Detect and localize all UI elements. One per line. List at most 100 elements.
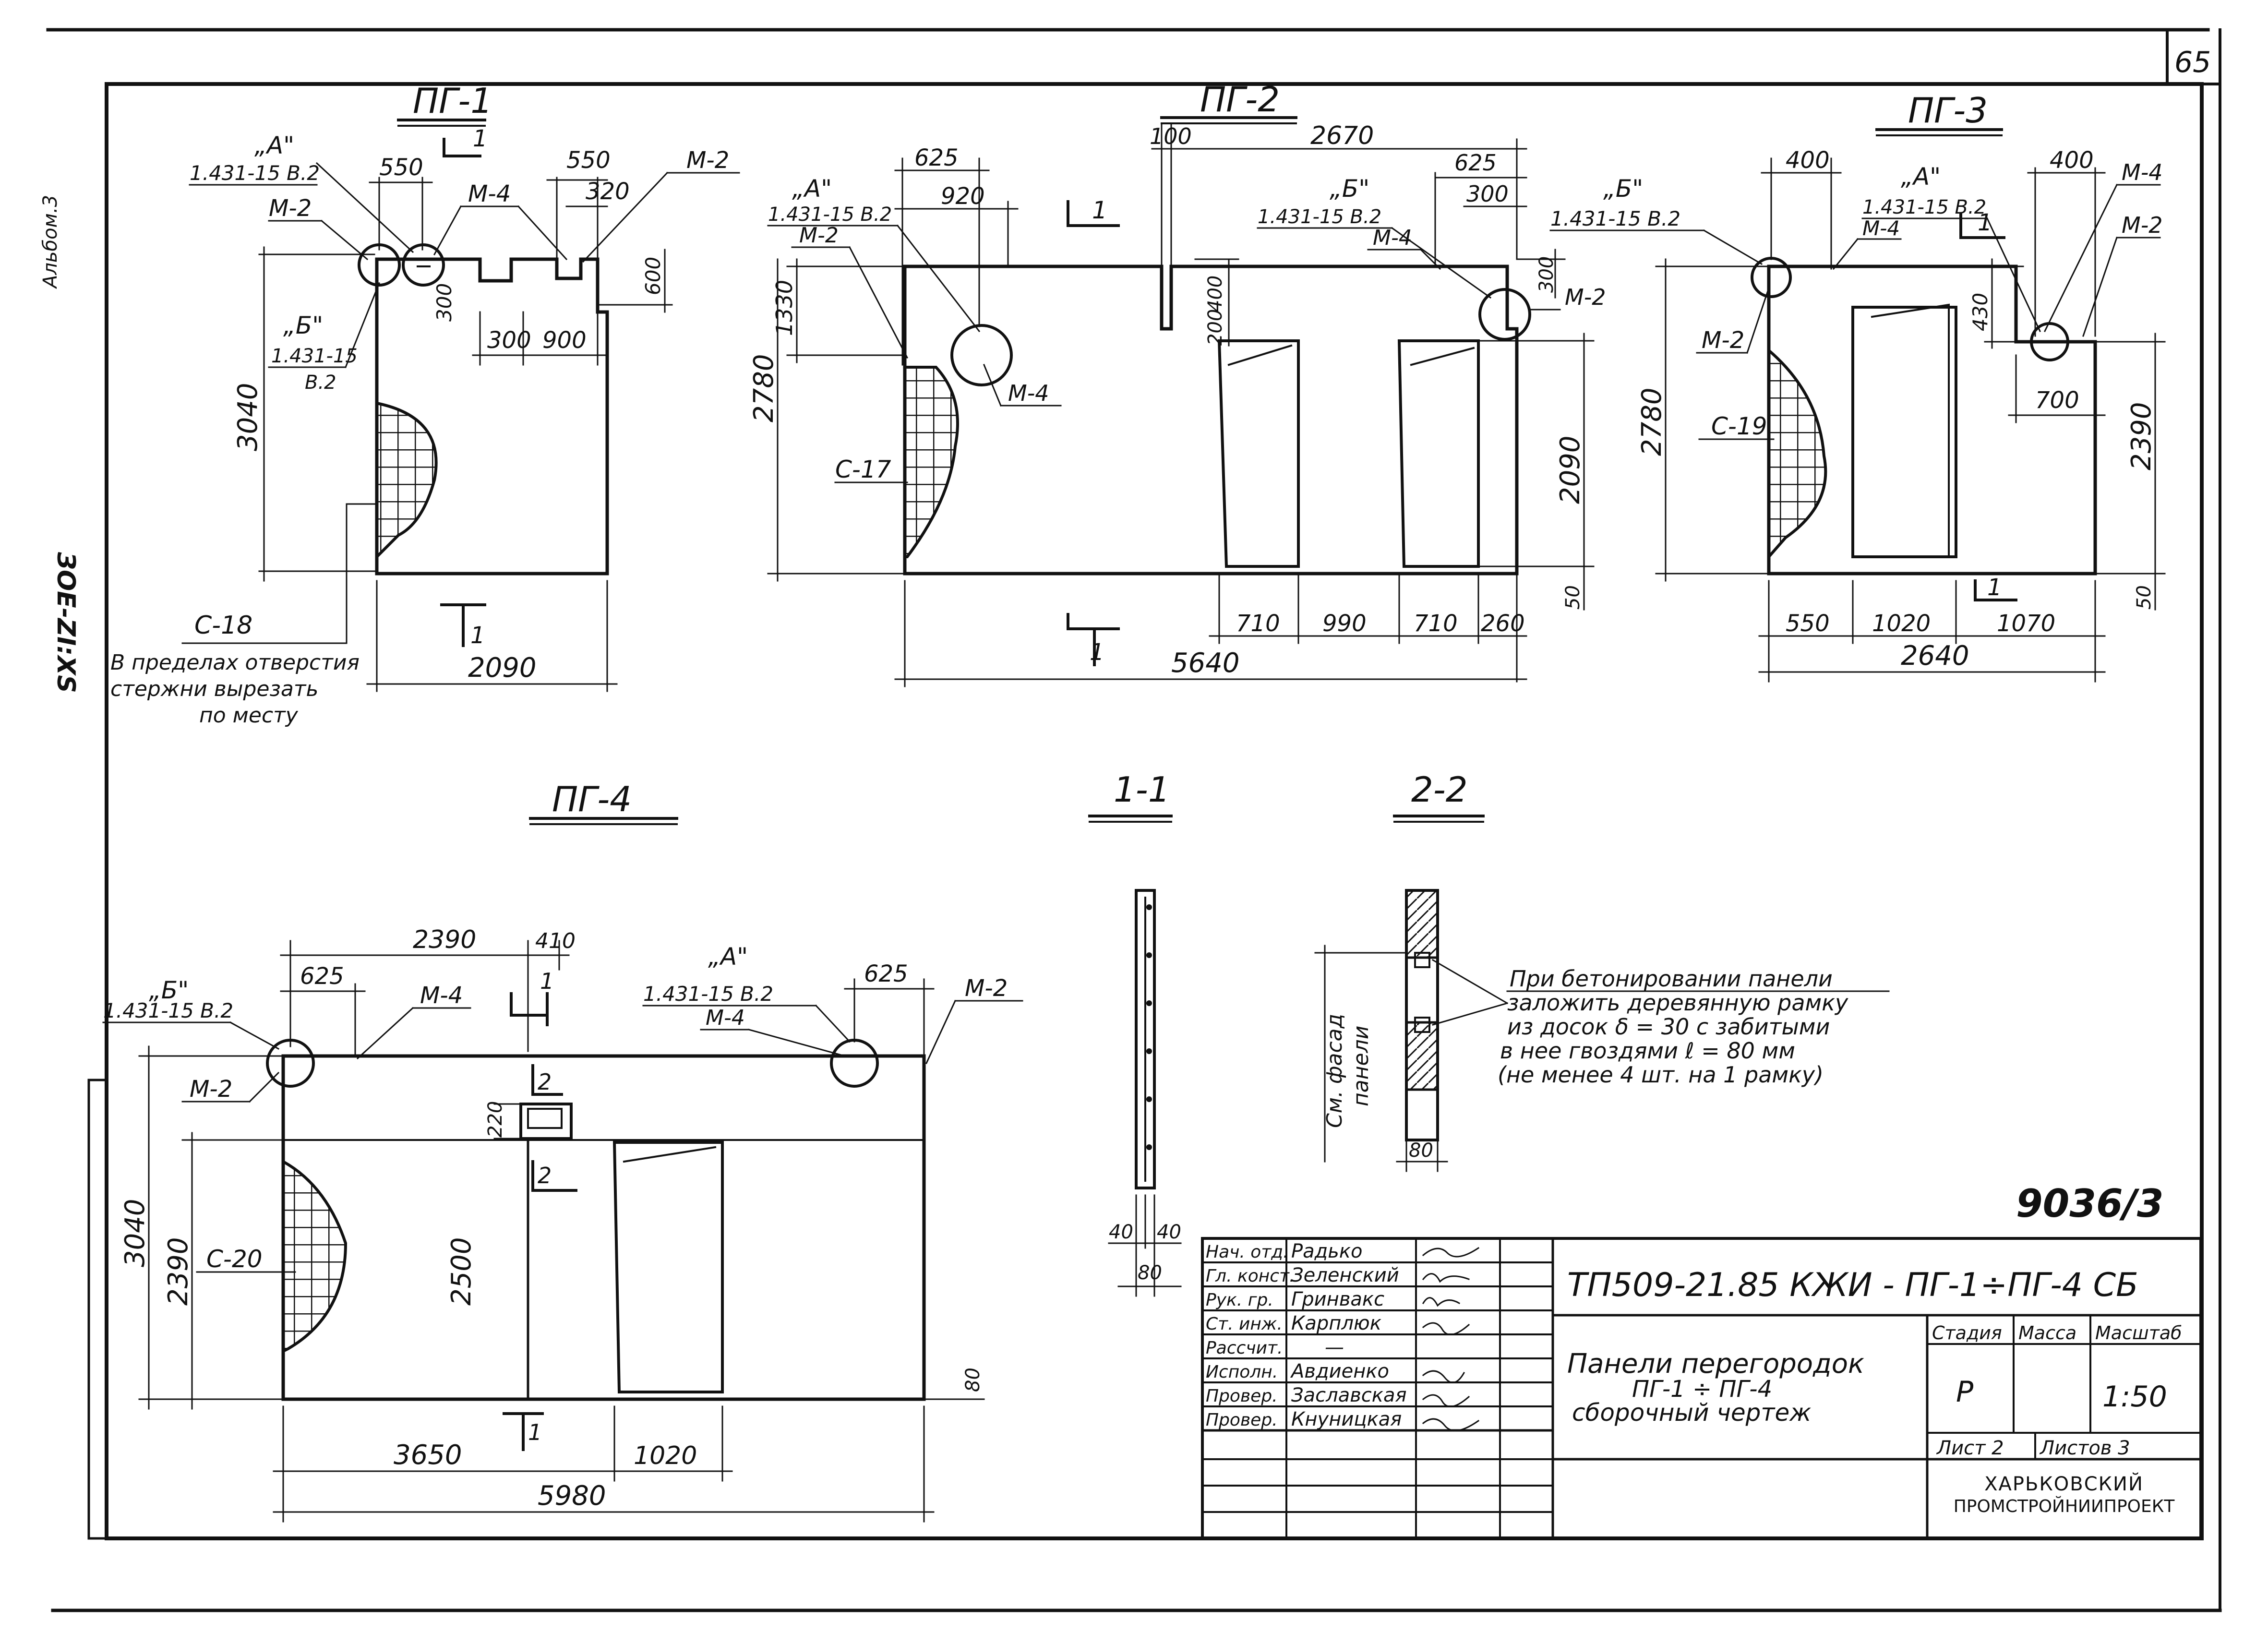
ref-pg4-a-doc: 1.431-15 В.2	[643, 982, 773, 1006]
dim-pg3-b: 400	[2050, 147, 2094, 174]
ref-c19: С-19	[1711, 412, 1767, 440]
dim-pg3-c: 430	[1968, 293, 1992, 331]
org-line-2: Промстройниипроект	[1954, 1496, 2175, 1516]
ref-pg1-m2b: М-2	[686, 147, 729, 174]
ref-c17: С-17	[835, 456, 891, 483]
role-5: Рассчит.	[1206, 1338, 1283, 1358]
ref-pg3-a: „А"	[1901, 163, 1941, 191]
name-8: Кнуницкая	[1291, 1408, 1402, 1430]
ref-pg3-a-doc: 1.431-15 В.2	[1862, 196, 1986, 218]
ref-pg1-b: „Б"	[283, 312, 323, 339]
role-7: Провер.	[1206, 1386, 1278, 1406]
dim-pg1-g: 600	[641, 257, 665, 295]
dim-pg2-n: 710	[1236, 610, 1280, 637]
ref-pg3-m4b: М-4	[2122, 159, 2163, 185]
section-bars	[1146, 904, 1152, 1150]
dim-pg4-k: 1020	[634, 1441, 697, 1470]
cut-pg2-top: 1	[1092, 196, 1107, 224]
panel-pg4: ПГ-4 2390 410 625 625 220 3040	[102, 779, 1023, 1523]
dim-pg2-d: 920	[941, 183, 985, 210]
org-line-1: Харьковский	[1984, 1472, 2144, 1495]
stage-value: Р	[1956, 1375, 1974, 1409]
name-3: Гринвакс	[1291, 1288, 1384, 1310]
role-3: Рук. гр.	[1206, 1290, 1273, 1310]
panel-pg3: ПГ-3 400 400 430 700 2780 2390 50	[1549, 90, 2166, 683]
ref-pg3-m2: М-2	[2122, 212, 2163, 238]
dim-pg3-e: 2780	[1636, 387, 1668, 456]
dim-pg2-a: 100	[1150, 123, 1192, 149]
ref-pg4-a: „А"	[708, 943, 748, 971]
note-pg1-3: по месту	[199, 703, 299, 728]
ref-pg4-m4b: М-4	[706, 1006, 745, 1030]
view-title-pg1: ПГ-1	[413, 81, 492, 121]
ref-pg1-m4: М-4	[468, 180, 511, 207]
sheet-frame	[46, 28, 2222, 1612]
cut-pg3-top: 1	[1978, 209, 1992, 236]
ref-c20: С-20	[206, 1245, 263, 1273]
name-2: Зеленский	[1291, 1264, 1399, 1286]
dim-pg2-i: 400	[1204, 276, 1226, 312]
drawing-title-2: ПГ-1 ÷ ПГ-4	[1632, 1376, 1772, 1403]
view-title-pg4: ПГ-4	[552, 779, 632, 819]
dim-pg3-d: 700	[2035, 387, 2079, 414]
dim-sec-d: 80	[1409, 1140, 1433, 1162]
dim-pg1-d: 300	[432, 283, 456, 322]
ref-pg1-b-doc2: В.2	[305, 372, 336, 394]
ref-pg4-m4: М-4	[420, 982, 463, 1009]
dim-pg4-w: 5980	[538, 1480, 606, 1512]
note-pg1-2: стержни вырезать	[110, 677, 318, 701]
section-views: 1-1 40 40 80 2-2 80	[1088, 769, 1890, 1297]
dim-pg2-o: 990	[1322, 610, 1367, 637]
drawing-title-1: Панели перегородок	[1567, 1348, 1864, 1380]
ref-pg2-m4: М-4	[1008, 380, 1049, 406]
ref-pg2-b-doc: 1.431-15 В.2	[1258, 206, 1381, 228]
facade-note-2: панели	[1349, 1026, 1373, 1106]
view-title-2-2: 2-2	[1411, 769, 1468, 810]
dim-pg3-j: 1070	[1997, 610, 2055, 637]
dim-pg2-f: 300	[1466, 181, 1509, 207]
ref-pg2-m2: М-2	[799, 223, 839, 248]
copy-stamp: ЗОЕ-ZI:XS	[51, 552, 80, 693]
dim-pg2-h: 1330	[771, 280, 797, 336]
dim-pg2-g: 300	[1536, 256, 1558, 293]
ref-pg4-m2: М-2	[190, 1076, 232, 1103]
view-title-pg2: ПГ-2	[1200, 79, 1280, 120]
panel-pg1: ПГ-1 550 550 320 300 300 900 600 3040	[110, 81, 740, 728]
dim-pg4-a: 2390	[413, 925, 476, 954]
drawing-title-3: сборочный чертеж	[1572, 1399, 1811, 1427]
ref-pg1-b-doc1: 1.431-15	[271, 345, 358, 367]
cut-pg3-bottom: 1	[1987, 574, 2002, 601]
dim-pg2-w: 5640	[1171, 648, 1240, 679]
role-4: Ст. инж.	[1206, 1314, 1283, 1334]
ref-pg3-b-doc: 1.431-15 В.2	[1550, 207, 1680, 230]
page-number: 65	[2174, 46, 2211, 79]
ref-pg2-m2b: М-2	[1565, 284, 1606, 310]
ref-pg4-b-doc: 1.431-15 В.2	[103, 999, 233, 1022]
dim-pg1-c: 320	[586, 178, 630, 205]
section-note-2: заложить деревянную рамку	[1507, 990, 1848, 1016]
view-title-pg3: ПГ-3	[1908, 90, 1988, 131]
dim-pg1-h: 3040	[232, 383, 264, 451]
cut-pg4-top: 1	[540, 968, 554, 994]
ref-pg2-m4b: М-4	[1373, 226, 1412, 250]
dim-sec-c: 80	[1138, 1262, 1162, 1284]
role-8: Провер.	[1206, 1410, 1278, 1430]
role-1: Нач. отд.	[1206, 1242, 1289, 1262]
name-5: —	[1325, 1336, 1344, 1358]
ref-pg4-b: „Б"	[149, 976, 189, 1004]
ref-pg1-m2: М-2	[269, 195, 312, 222]
dim-pg3-w: 2640	[1901, 640, 1969, 672]
role-2: Гл. конст.	[1206, 1266, 1295, 1286]
stage-label: Стадия	[1932, 1322, 2002, 1344]
sheet-label: Лист 2	[1936, 1437, 2004, 1459]
ref-pg3-m4: М-4	[1862, 216, 1900, 240]
cut2-pg4-a: 2	[538, 1069, 552, 1095]
dim-pg3-a: 400	[1786, 147, 1830, 174]
role-6: Исполн.	[1206, 1362, 1278, 1382]
dim-sec-a: 40	[1109, 1221, 1133, 1243]
dim-pg1-e: 300	[487, 327, 531, 354]
title-block: Нач. отд. Гл. конст. Рук. гр. Ст. инж. Р…	[1201, 1237, 2202, 1540]
dim-pg3-i: 1020	[1872, 610, 1931, 637]
cut-pg1-bottom: 1	[470, 622, 485, 649]
dim-pg1-a: 550	[379, 154, 423, 181]
